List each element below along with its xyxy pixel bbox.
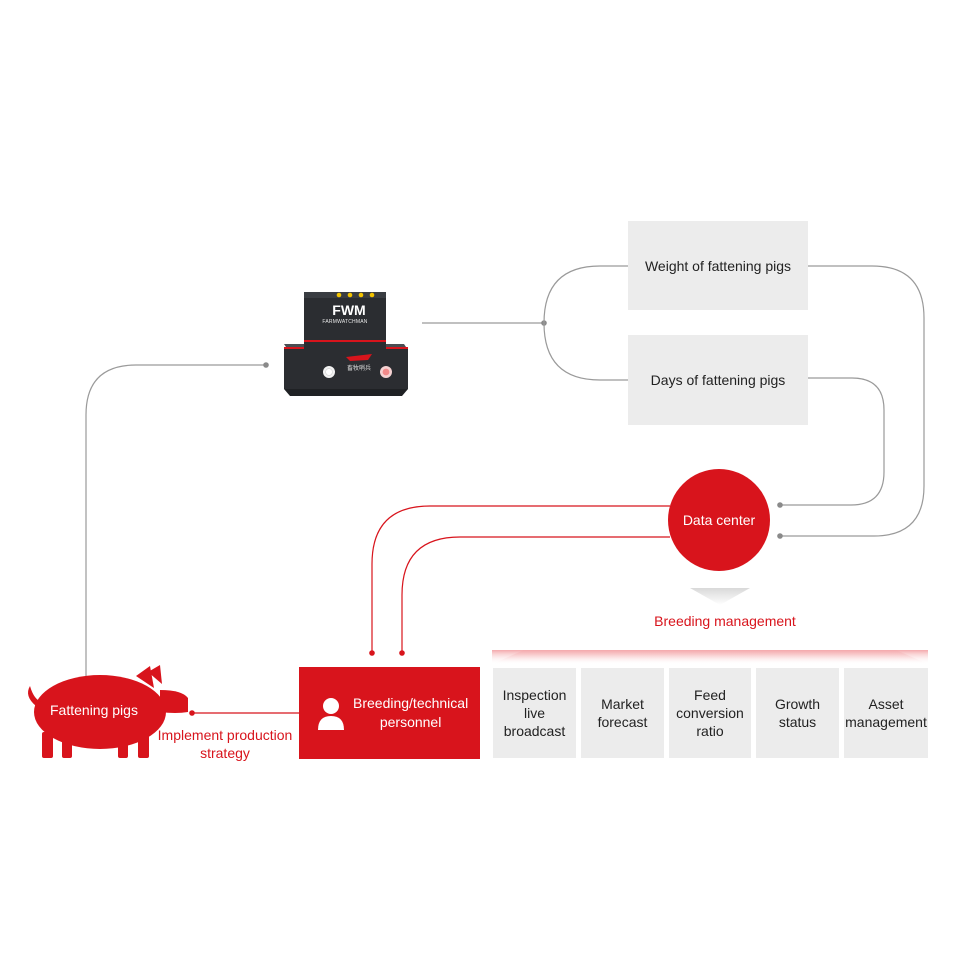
link-pig-to-device (85, 364, 264, 680)
metric-growth-box: Growth status (756, 668, 839, 758)
person-icon (317, 696, 345, 730)
days-box: Days of fattening pigs (628, 335, 808, 425)
personnel-label: Breeding/technical personnel (353, 695, 469, 730)
pig-icon (28, 665, 188, 758)
device-logo: FWM (332, 302, 366, 318)
metric-asset-box: Asset management (844, 668, 928, 758)
metric-inspection-box: Inspection live broadcast (493, 668, 576, 758)
weight-label: Weight of fattening pigs (644, 257, 792, 274)
data-center-node: Data center (668, 469, 770, 571)
link-datacenter-to-personnel-inner (401, 536, 670, 652)
link-dot (263, 362, 269, 368)
link-dot (369, 650, 375, 656)
breeding-management-label: Breeding management (654, 613, 796, 629)
link-dot (777, 502, 783, 508)
metric-inspection-label: Inspection live broadcast (502, 687, 567, 739)
metric-asset-label: Asset management (845, 696, 927, 730)
link-split-to-weight (543, 265, 630, 324)
days-label: Days of fattening pigs (650, 372, 786, 388)
device-brand: FARMWATCHMAN (322, 319, 368, 325)
strategy-label: Implement production strategy (157, 727, 293, 761)
data-center-label: Data center (682, 512, 756, 528)
metric-feed-box: Feed conversion ratio (669, 668, 751, 758)
link-dot (777, 533, 783, 539)
personnel-node: Breeding/technical personnel (299, 667, 480, 759)
link-weight-to-datacenter (780, 265, 925, 537)
device-cn-text: 畜牧哨兵 (346, 366, 371, 372)
metric-market-label: Market forecast (597, 696, 648, 730)
metric-feed-label: Feed conversion ratio (676, 687, 744, 739)
link-days-to-datacenter (780, 377, 885, 506)
metric-growth-label: Growth status (774, 696, 821, 730)
link-dot (189, 710, 195, 716)
link-datacenter-to-personnel-outer (371, 505, 670, 652)
management-bracket-top (492, 650, 928, 664)
link-split-to-days (543, 322, 630, 381)
pointer-triangle (690, 588, 750, 605)
metric-market-box: Market forecast (581, 668, 664, 758)
device-image (284, 292, 408, 396)
pig-label: Fattening pigs (50, 702, 138, 718)
link-dot (399, 650, 405, 656)
weight-box: Weight of fattening pigs (628, 221, 808, 310)
